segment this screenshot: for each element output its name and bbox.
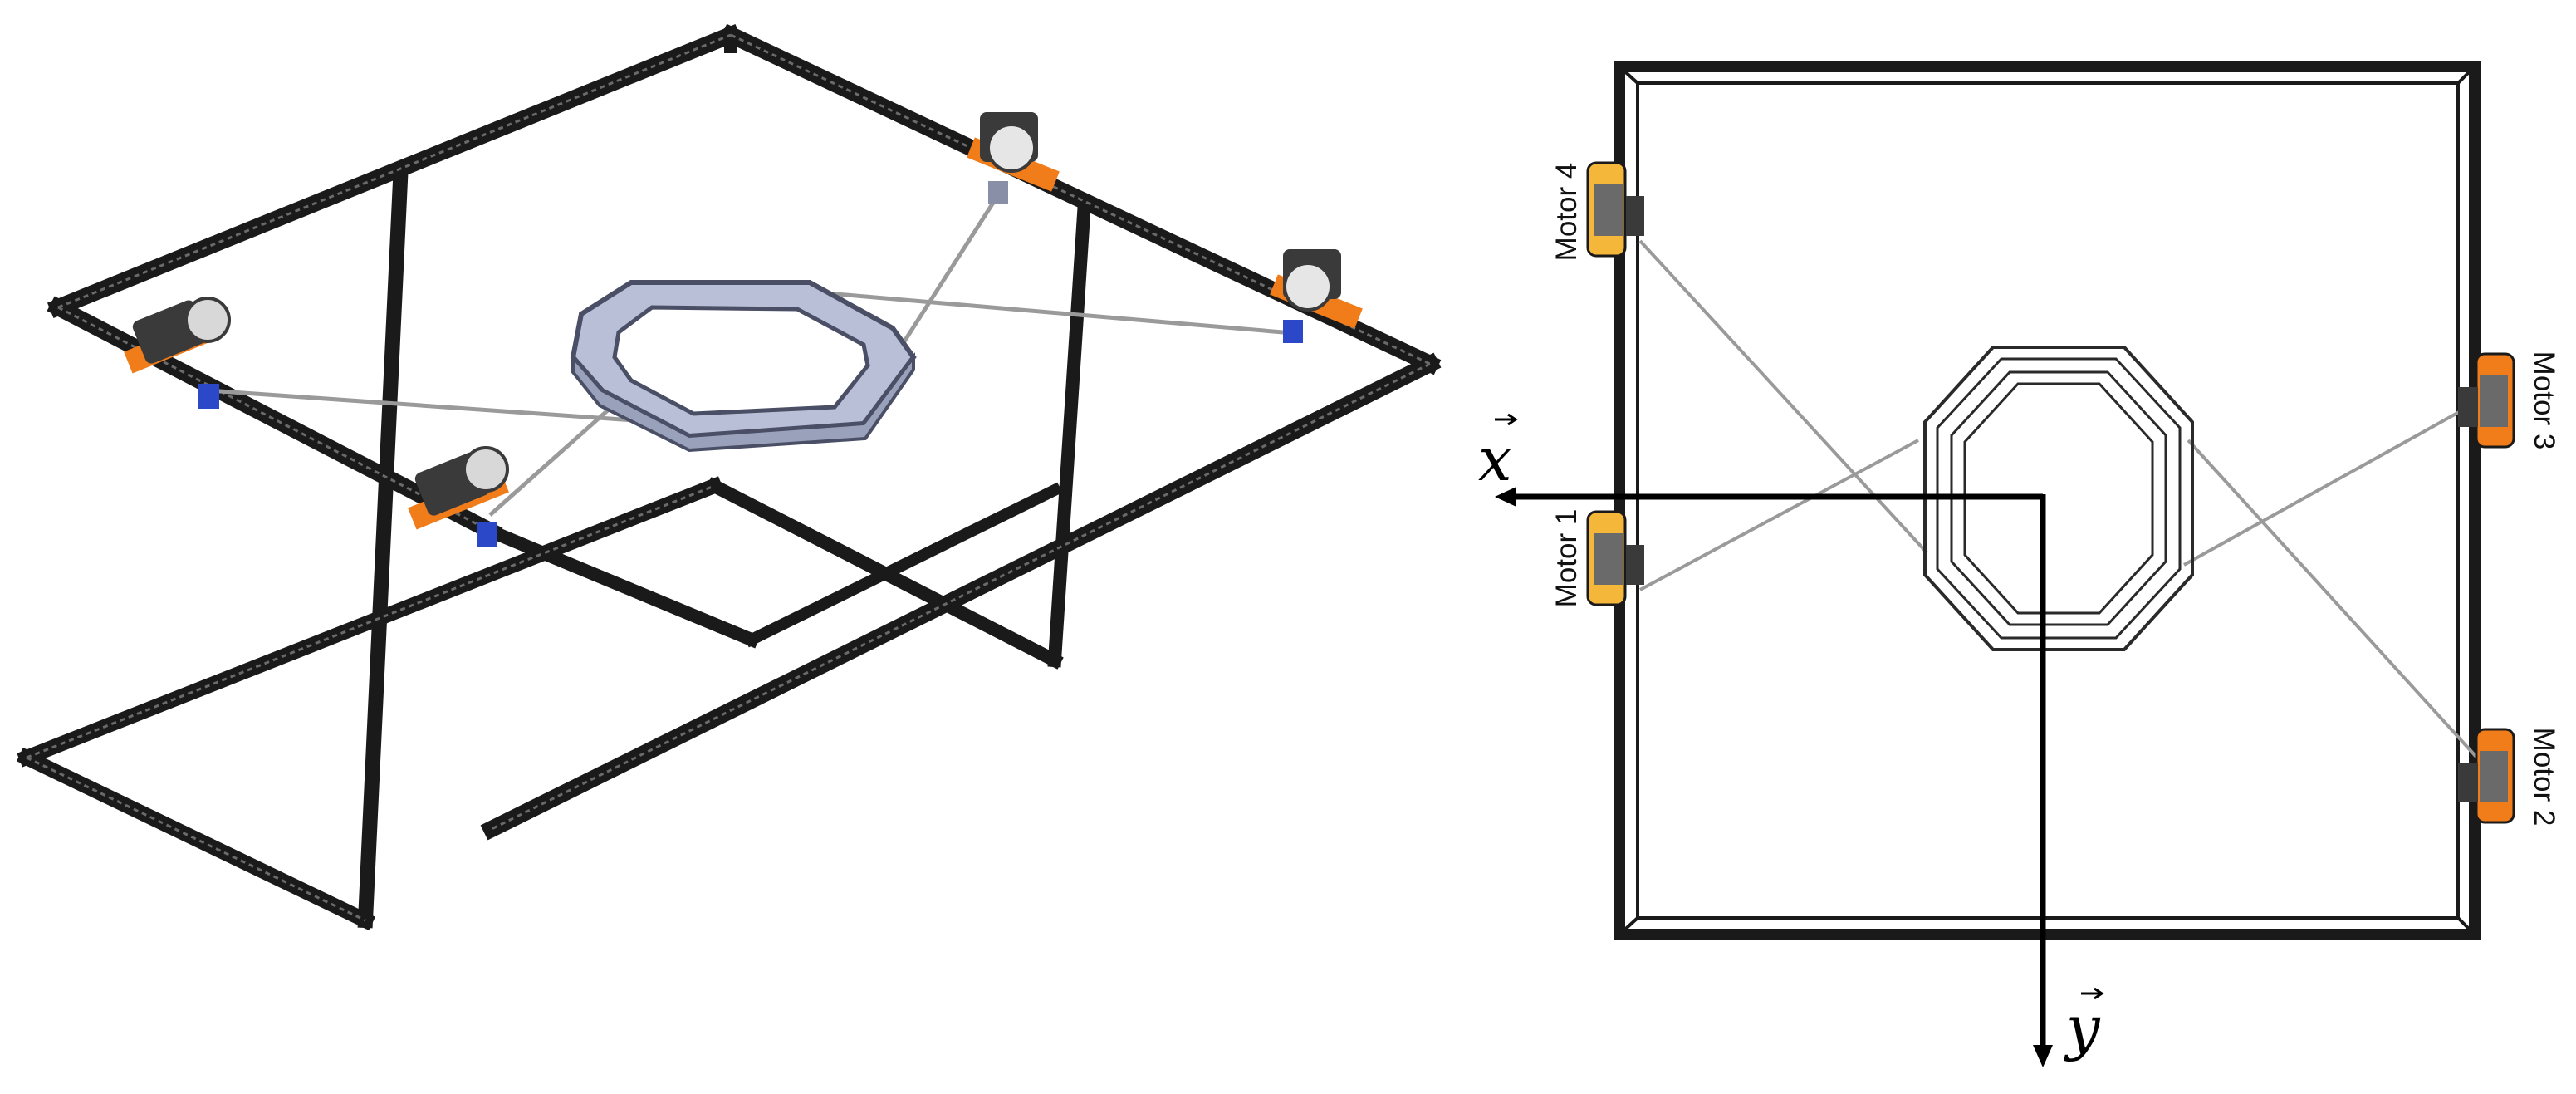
cable-iso-3 [894, 189, 1003, 355]
cable-top-motor-4 [1638, 239, 1928, 554]
isometric-cables [207, 189, 1284, 517]
top-view: Motor 4 Motor 1 Motor 3 Motor 2 x y [1478, 61, 2560, 1067]
frame-front-mid-beam [482, 522, 761, 649]
isometric-frame-rails [26, 33, 1431, 922]
motor-iso-left [124, 297, 231, 409]
frame-post-right [1047, 207, 1091, 668]
motor-3-label: Motor 3 [2528, 351, 2560, 450]
frame-lower-cross-beam [743, 482, 1063, 648]
motor-3-body [2458, 352, 2515, 449]
coordinate-axes [1495, 487, 2053, 1067]
motor-iso-front [408, 446, 509, 547]
isometric-view [16, 23, 1442, 931]
cable-top-motor-3 [2183, 397, 2484, 567]
x-axis-arrowhead [1495, 487, 1516, 507]
motor-iso-right [1270, 249, 1363, 343]
end-effector-ring-iso [570, 280, 917, 453]
cable-iso-4 [796, 288, 1284, 335]
isometric-frame [16, 23, 1442, 931]
cable-top-motor-2 [2187, 439, 2485, 766]
x-axis-label: x [1478, 424, 1512, 494]
x-vector-arrow-icon [1495, 413, 1518, 426]
motor-4-body [1586, 161, 1644, 258]
motor-1-label: Motor 1 [1550, 509, 1583, 608]
y-axis-label: y [2064, 993, 2101, 1062]
y-vector-arrow-icon [2081, 987, 2104, 1000]
top-view-cables [1638, 239, 2485, 766]
motor-4-label: Motor 4 [1550, 163, 1583, 262]
motor-iso-back [967, 112, 1060, 204]
top-view-frame [1614, 61, 2481, 940]
motor-2-label: Motor 2 [2528, 728, 2560, 827]
frame-post-left [357, 173, 409, 929]
motor-2-body [2458, 728, 2515, 824]
cable-top-motor-1 [1639, 439, 1919, 591]
y-axis-arrowhead [2033, 1045, 2053, 1067]
motor-1-body [1586, 510, 1644, 606]
end-effector-ring-top [1923, 346, 2194, 651]
